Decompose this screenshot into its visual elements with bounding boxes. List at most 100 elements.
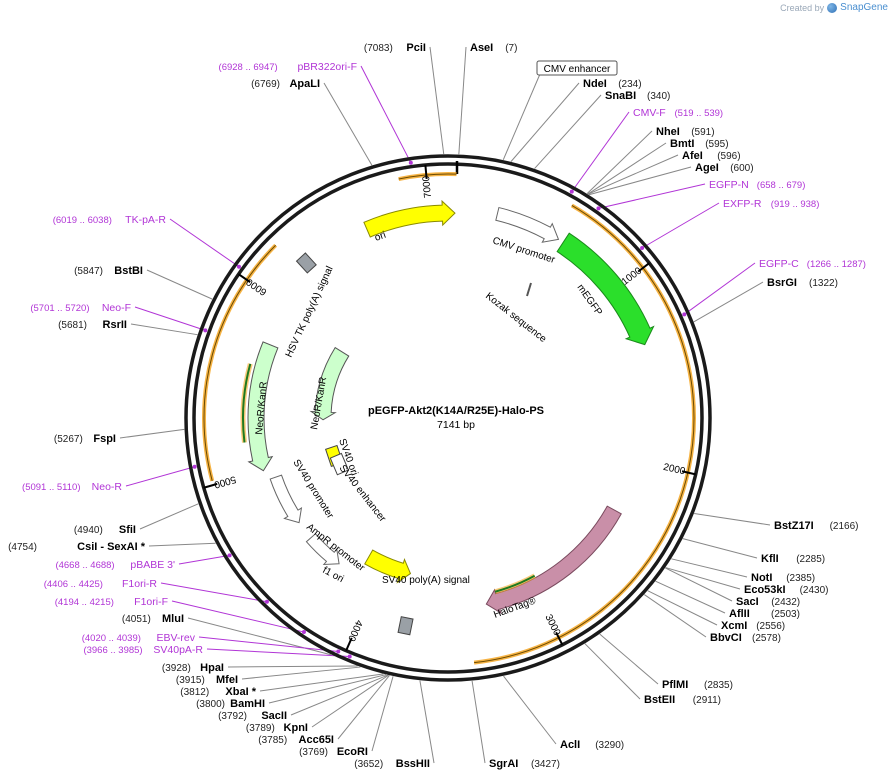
feature-ampr-promoter[interactable]: [305, 533, 340, 566]
primer-pbabe-3-[interactable]: pBABE 3'(4668 .. 4688): [55, 559, 175, 571]
site-agei[interactable]: AgeI(600): [695, 162, 754, 174]
site-bmti[interactable]: BmtI(595): [670, 138, 729, 150]
feature-neor-kanr[interactable]: [309, 346, 350, 421]
site-acc65i[interactable]: Acc65I(3785): [258, 734, 334, 746]
feature-neor-kanr[interactable]: [247, 341, 279, 472]
site-position: (7083): [364, 43, 393, 54]
callout-line: [665, 567, 733, 602]
site-name: CsiI - SexAI *: [77, 541, 146, 553]
site-acli[interactable]: AclI(3290): [560, 739, 624, 751]
site-mfei[interactable]: MfeI(3915): [176, 674, 238, 686]
callout-line: [647, 590, 718, 626]
site-bsshii[interactable]: BssHII(3652): [354, 758, 430, 770]
site-bstbi[interactable]: BstBI(5847): [74, 265, 143, 277]
callout-line: [311, 674, 389, 728]
site-name: RsrII: [103, 319, 127, 331]
primer-ebv-rev[interactable]: EBV-rev(4020 .. 4039): [82, 632, 196, 644]
primer-line: [641, 202, 720, 249]
site-labels[interactable]: PciI(7083) AseI(7) NdeI(234)SnaBI(340) NheI…: [8, 42, 866, 770]
site-pcii[interactable]: PciI(7083): [364, 42, 426, 54]
primer-f1ori-f[interactable]: F1ori-F(4194 .. 4215): [55, 596, 168, 608]
feature-arrow: [247, 341, 279, 472]
site-aflii[interactable]: AflII(2503): [729, 608, 800, 620]
feature-f1-ori[interactable]: [364, 549, 412, 584]
primer-cmv-f[interactable]: CMV-F(519 .. 539): [633, 107, 723, 119]
primer-egfp-c[interactable]: EGFP-C(1266 .. 1287): [759, 258, 866, 270]
site-position: (3792): [218, 711, 247, 722]
site-xbai-[interactable]: XbaI *(3812): [180, 686, 256, 698]
primer-exfp-r[interactable]: EXFP-R(919 .. 938): [723, 198, 819, 210]
site-name: AclI: [560, 739, 580, 751]
site-position: (2503): [771, 609, 800, 620]
primer-tk-pa-r[interactable]: TK-pA-R(6019 .. 6038): [53, 214, 167, 226]
site-name: KpnI: [284, 722, 308, 734]
feature-ori[interactable]: [363, 199, 456, 238]
site-snabi[interactable]: SnaBI(340): [605, 90, 670, 102]
callout-line: [599, 633, 659, 685]
callout-line: [146, 269, 213, 300]
site-ndei[interactable]: NdeI(234): [583, 78, 642, 90]
site-eco53ki[interactable]: Eco53kI(2430): [744, 584, 829, 596]
site-bsteii[interactable]: BstEII(2911): [644, 694, 721, 706]
feature-sv40-enhancer[interactable]: [329, 452, 350, 476]
feature-halotag-[interactable]: [485, 505, 622, 615]
primer-mark: [682, 312, 687, 317]
site-afei[interactable]: AfeI(596): [682, 150, 741, 162]
feature-arrow: [269, 474, 303, 524]
tick-label-2000: 2000: [662, 462, 687, 478]
site-position: (3915): [176, 675, 205, 686]
site-hpai[interactable]: HpaI(3928): [162, 662, 224, 674]
site-xcmi[interactable]: XcmI(2556): [721, 620, 785, 632]
site-rsrii[interactable]: RsrII(5681): [58, 319, 127, 331]
sequenced-band-core: [203, 244, 277, 481]
site-fspi[interactable]: FspI(5267): [54, 433, 116, 445]
primer-pbr322ori-f[interactable]: pBR322ori-F(6928 .. 6947): [219, 61, 357, 73]
site-mlui[interactable]: MluI(4051): [122, 613, 184, 625]
site-position: (2578): [752, 633, 781, 644]
site-kpni[interactable]: KpnI(3789): [246, 722, 308, 734]
site-sacii[interactable]: SacII(3792): [218, 710, 287, 722]
site-apali[interactable]: ApaLI(6769): [251, 78, 320, 90]
primer-sv40pa-r[interactable]: SV40pA-R(3966 .. 3985): [83, 644, 203, 656]
feature-sv40-promoter[interactable]: [269, 474, 303, 524]
primer-neo-f[interactable]: Neo-F(5701 .. 5720): [30, 302, 131, 314]
feature-hsv-tk-poly-a-signal[interactable]: [295, 252, 317, 274]
primer-line: [206, 648, 350, 658]
site-position: (3928): [162, 663, 191, 674]
site-csii-sexai-[interactable]: CsiI - SexAI *(4754): [8, 541, 146, 553]
primer-name: CMV-F: [633, 107, 666, 119]
primer-name: F1ori-F: [134, 596, 168, 608]
primer-egfp-n[interactable]: EGFP-N(658 .. 679): [709, 179, 805, 191]
site-bamhi[interactable]: BamHI(3800): [196, 698, 265, 710]
site-pflmi[interactable]: PflMI(2835): [662, 679, 733, 691]
feature-cmv-promoter[interactable]: [495, 206, 560, 243]
site-saci[interactable]: SacI(2432): [736, 596, 800, 608]
callout-lines: [119, 46, 771, 764]
snapgene-logo-icon: [827, 2, 838, 13]
site-position: (2385): [786, 573, 815, 584]
primer-position: (6019 .. 6038): [53, 215, 112, 226]
site-sfii[interactable]: SfiI(4940): [74, 524, 136, 536]
site-nhei[interactable]: NheI(591): [656, 126, 715, 138]
site-name: NheI: [656, 126, 680, 138]
site-ecori[interactable]: EcoRI(3769): [299, 746, 368, 758]
site-bsrgi[interactable]: BsrGI(1322): [767, 277, 838, 289]
callout-line: [130, 323, 198, 336]
callout-line: [665, 567, 741, 590]
site-name: Eco53kI: [744, 584, 786, 596]
primer-line: [125, 466, 195, 487]
feature-sv40-poly-a-signal[interactable]: [397, 616, 414, 636]
site-bbvci[interactable]: BbvCI(2578): [710, 632, 781, 644]
site-noti[interactable]: NotI(2385): [751, 572, 815, 584]
site-kfli[interactable]: KflI(2285): [761, 553, 825, 565]
site-asei[interactable]: AseI(7): [470, 42, 517, 54]
site-name: BamHI: [230, 698, 265, 710]
feature-megfp[interactable]: [556, 232, 655, 346]
callout-line: [241, 666, 361, 680]
primer-neo-r[interactable]: Neo-R(5091 .. 5110): [22, 481, 122, 493]
primer-f1ori-r[interactable]: F1ori-R(4406 .. 4425): [44, 578, 158, 590]
feature-cmv-enhancer-label[interactable]: CMV enhancer: [536, 60, 618, 76]
site-sgrai[interactable]: SgrAI(3427): [489, 758, 560, 770]
site-bstz17i[interactable]: BstZ17I(2166): [774, 520, 859, 532]
primer-name: pBR322ori-F: [297, 61, 357, 73]
